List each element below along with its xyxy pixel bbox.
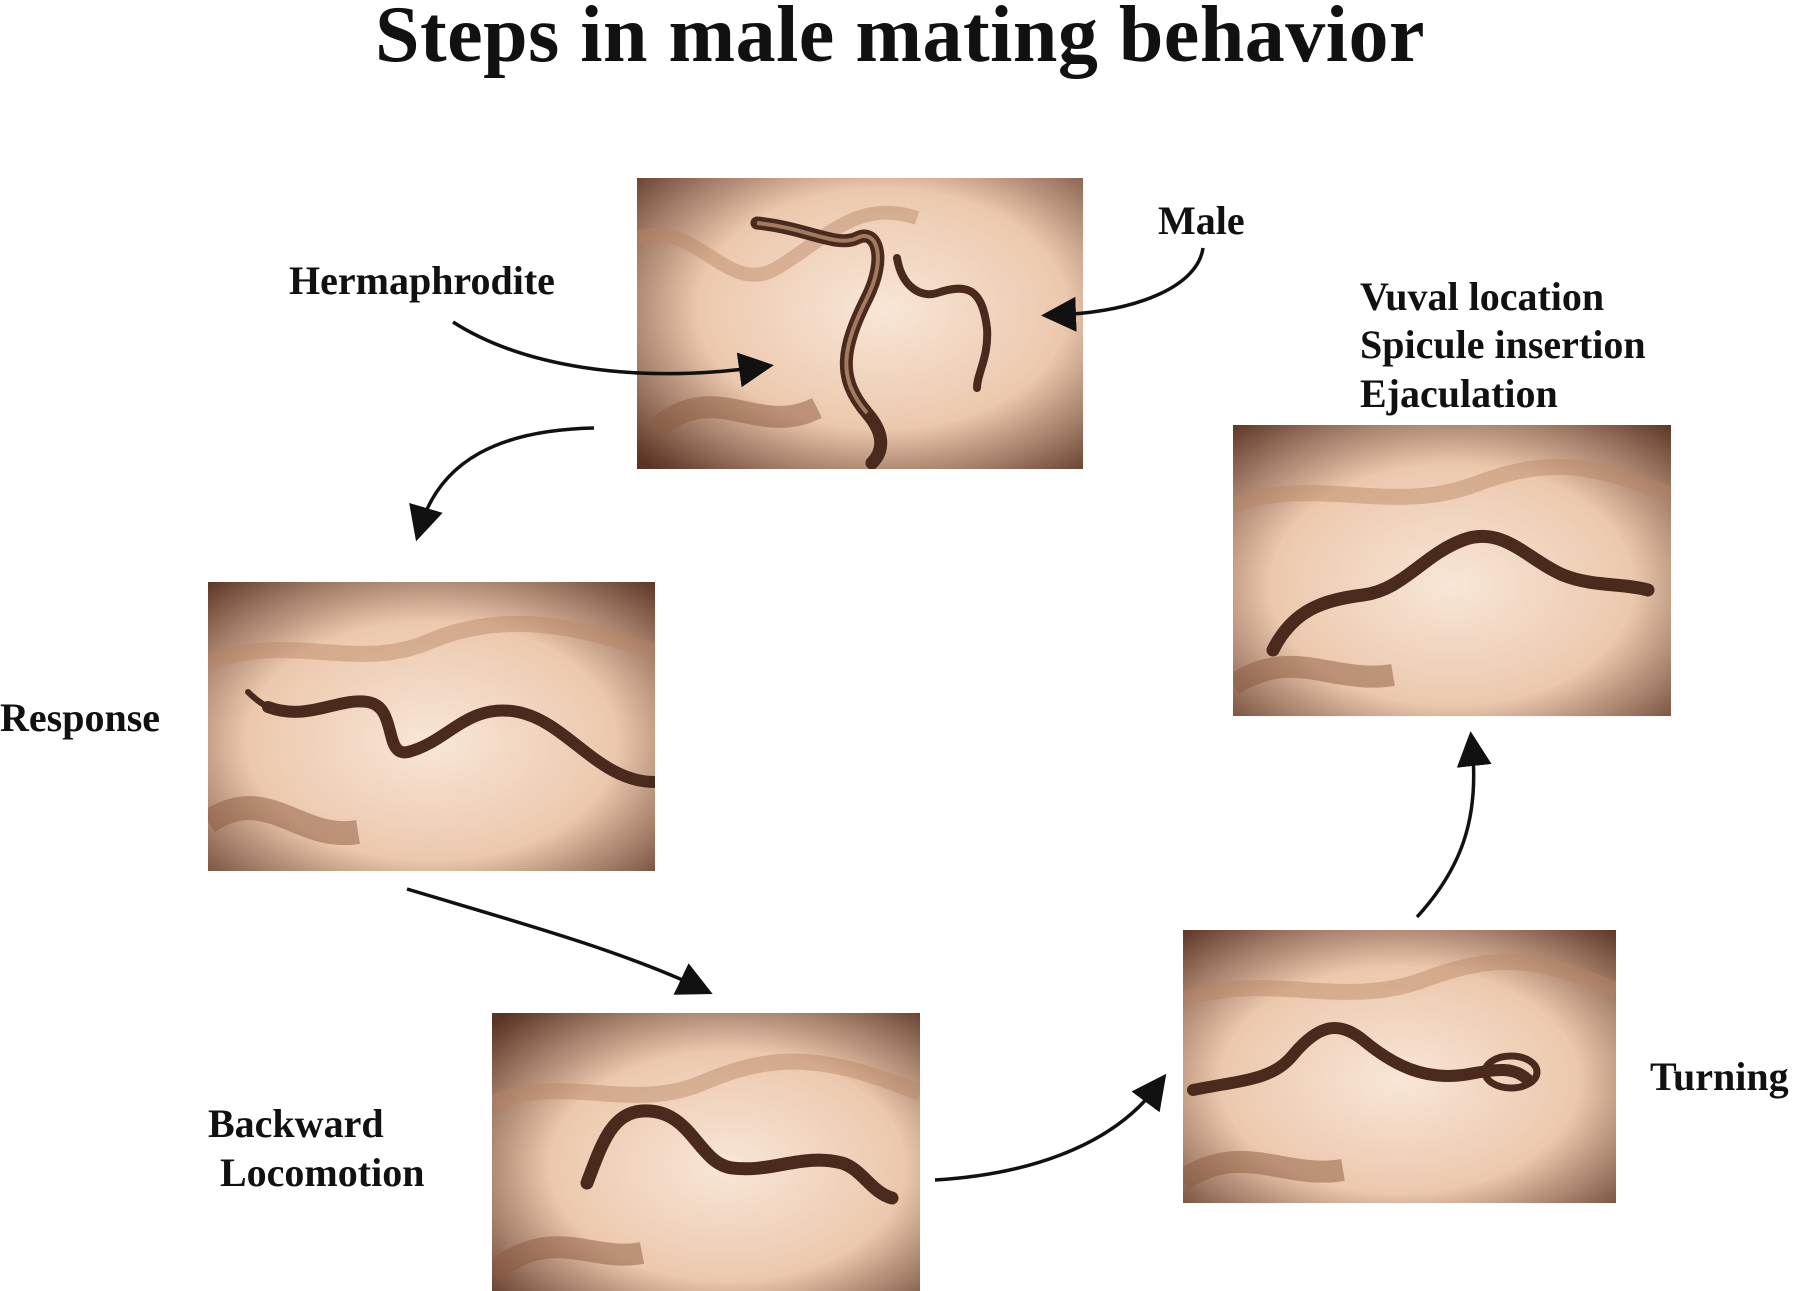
photo-turning <box>1183 930 1616 1203</box>
label-response: Response <box>0 695 161 740</box>
arrow-to-response <box>409 426 595 542</box>
photo-vulval-location <box>1233 425 1671 716</box>
arrow-to-turning <box>934 1073 1167 1182</box>
arrow-to-vulval <box>1415 731 1492 919</box>
arrow-to-backward <box>406 887 713 995</box>
label-vulval-line3: Ejaculation <box>1360 371 1558 416</box>
label-vulval-line1: Vuval location <box>1360 274 1605 319</box>
label-male: Male <box>1158 198 1245 243</box>
photo-backward-locomotion <box>492 1013 920 1291</box>
label-backward-line1: Backward <box>208 1101 384 1146</box>
label-backward-line2: Locomotion <box>220 1150 425 1195</box>
label-hermaphrodite: Hermaphrodite <box>289 258 555 303</box>
page-title: Steps in male mating behavior <box>374 0 1426 79</box>
photo-male-hermaphrodite <box>637 178 1083 469</box>
label-turning: Turning <box>1650 1054 1789 1099</box>
label-vulval-line2: Spicule insertion <box>1360 322 1646 367</box>
photo-response <box>208 582 655 871</box>
